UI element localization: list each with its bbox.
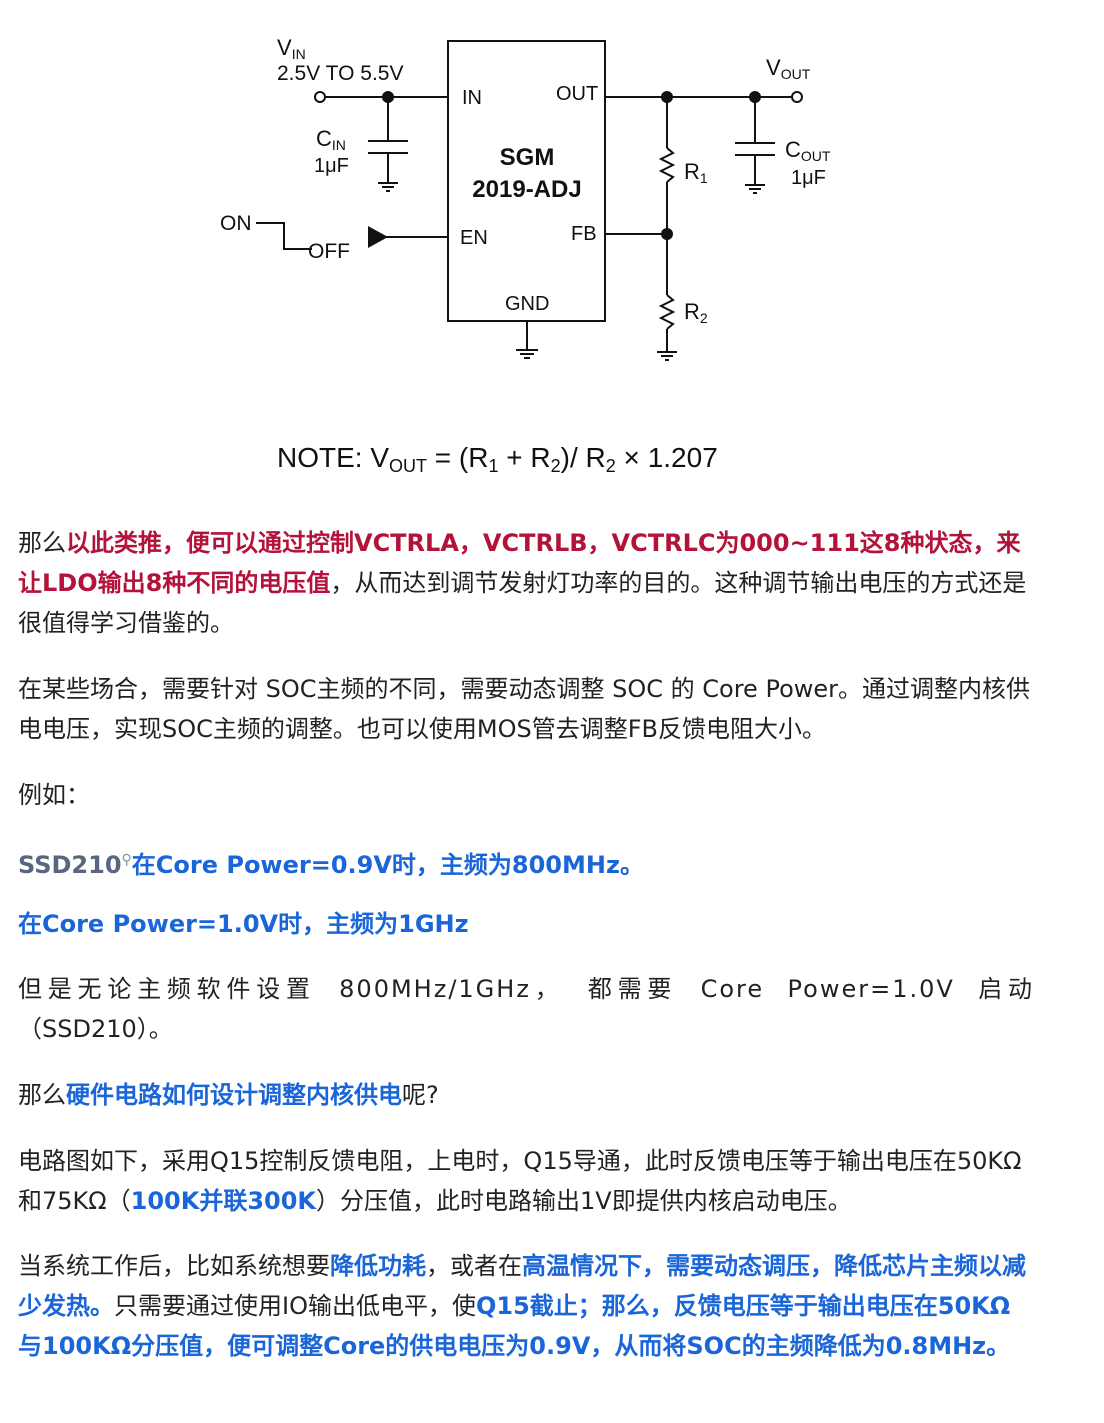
pin-en: EN bbox=[460, 227, 488, 249]
en-arrow bbox=[368, 226, 388, 248]
svg-text:CIN: CIN bbox=[316, 126, 346, 153]
r2-label: R bbox=[684, 299, 700, 324]
svg-text:VOUT: VOUT bbox=[766, 55, 811, 82]
r1-sub: 1 bbox=[700, 170, 708, 186]
paragraph-ldo-summary: 那么以此类推，便可以通过控制VCTRLA，VCTRLB，VCTRLC为000~1… bbox=[18, 529, 1027, 637]
cout-value: 1μF bbox=[791, 167, 826, 189]
pin-gnd: GND bbox=[505, 293, 549, 315]
vin-sub: IN bbox=[292, 46, 306, 62]
cin-value: 1μF bbox=[314, 155, 349, 177]
svg-text:R2: R2 bbox=[684, 299, 708, 326]
paragraph-startup-voltage: 但是无论主频软件设置 800MHz/1GHz， 都需要 Core Power=1… bbox=[18, 975, 1034, 1043]
svg-text:COUT: COUT bbox=[785, 137, 831, 164]
ldo-schematic: VIN 2.5V TO 5.5V CIN 1μF ON OFF IN OUT E… bbox=[220, 35, 831, 476]
chip-name-line1: SGM bbox=[500, 144, 555, 171]
svg-text:R1: R1 bbox=[684, 159, 708, 186]
vin-label: V bbox=[277, 35, 292, 60]
cin-sub: IN bbox=[332, 137, 346, 153]
cout-label: C bbox=[785, 137, 801, 162]
search-icon[interactable]: ⚲ bbox=[121, 852, 132, 868]
svg-text:VIN: VIN bbox=[277, 35, 306, 62]
vout-sub: OUT bbox=[781, 66, 811, 82]
paragraph-1ghz: 在Core Power=1.0V时，主频为1GHz bbox=[18, 910, 469, 938]
ssd210-link[interactable]: SSD210 bbox=[18, 851, 122, 879]
r1-label: R bbox=[684, 159, 700, 184]
on-label: ON bbox=[220, 212, 252, 235]
note-formula: NOTE: VOUT = (R1 + R2)/ R2 × 1.207 bbox=[277, 442, 718, 476]
vin-terminal bbox=[314, 91, 326, 103]
paragraph-core-power-intro: 在某些场合，需要针对 SOC主频的不同，需要动态调整 SOC 的 Core Po… bbox=[18, 675, 1031, 743]
cin-label: C bbox=[316, 126, 332, 151]
pin-out: OUT bbox=[556, 83, 598, 105]
paragraph-ssd210-800mhz: SSD210⚲在Core Power=0.9V时，主频为800MHz。 bbox=[18, 851, 644, 879]
paragraph-circuit-explain: 电路图如下，采用Q15控制反馈电阻，上电时，Q15导通，此时反馈电压等于输出电压… bbox=[18, 1147, 1022, 1215]
cout-sub: OUT bbox=[801, 148, 831, 164]
vin-range: 2.5V TO 5.5V bbox=[277, 62, 403, 85]
pin-fb: FB bbox=[571, 223, 597, 245]
paragraph-question: 那么硬件电路如何设计调整内核供电呢? bbox=[18, 1081, 439, 1109]
r2-sub: 2 bbox=[700, 310, 708, 326]
paragraph-example-label: 例如： bbox=[18, 781, 90, 809]
vout-terminal bbox=[791, 91, 803, 103]
paragraph-dynamic-scaling: 当系统工作后，比如系统想要降低功耗，或者在高温情况下，需要动态调压，降低芯片主频… bbox=[18, 1252, 1026, 1360]
chip-name-line2: 2019-ADJ bbox=[472, 176, 581, 203]
vout-label: V bbox=[766, 55, 781, 80]
off-label: OFF bbox=[308, 240, 350, 263]
pin-in: IN bbox=[462, 87, 482, 109]
